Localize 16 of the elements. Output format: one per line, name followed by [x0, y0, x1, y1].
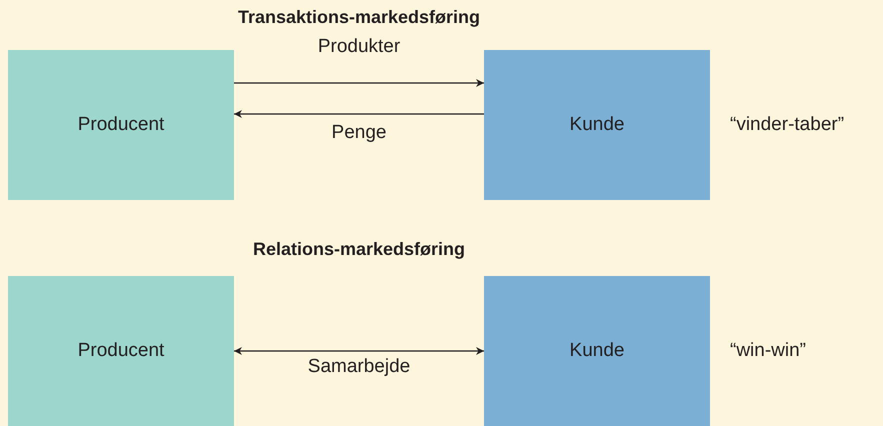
- arrow: [234, 79, 484, 87]
- process-box: [484, 50, 710, 200]
- node-label: Kunde: [570, 340, 624, 362]
- arrow: [234, 110, 484, 118]
- edge-label: Samarbejde: [306, 356, 412, 378]
- process-box: [484, 276, 710, 426]
- node-label: Producent: [78, 340, 164, 362]
- section-heading: Relations-markedsføring: [252, 239, 466, 260]
- section-heading: Transaktions-markedsføring: [238, 7, 480, 28]
- process-box: [8, 276, 234, 426]
- node-label: Producent: [78, 114, 164, 136]
- side-note: “vinder-taber”: [730, 114, 844, 136]
- arrow: [234, 347, 484, 355]
- node-label: Kunde: [570, 114, 624, 136]
- side-note: “win-win”: [730, 340, 806, 362]
- process-box: [8, 50, 234, 200]
